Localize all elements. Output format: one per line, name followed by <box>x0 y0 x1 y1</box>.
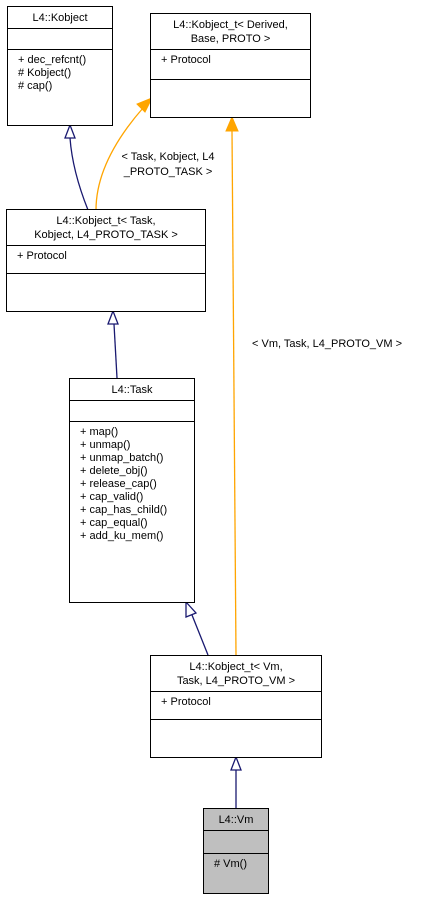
class-member[interactable]: # Vm() <box>214 858 247 870</box>
class-title: L4::Kobject_t< Derived, Base, PROTO > <box>151 14 310 50</box>
methods-section: + map()+ unmap()+ unmap_batch()+ delete_… <box>70 422 194 546</box>
class-member[interactable]: + cap_equal() <box>80 517 148 529</box>
class-task[interactable]: L4::Task + map()+ unmap()+ unmap_batch()… <box>69 378 195 603</box>
edge-kobject-t-vm-to-template <box>231 130 237 656</box>
class-member[interactable]: + map() <box>80 426 119 438</box>
class-member[interactable]: + release_cap() <box>80 478 157 490</box>
arrowhead-template-left <box>136 97 154 113</box>
arrowhead-template-right <box>225 115 239 132</box>
edge-kobject-t-task-to-template <box>95 107 144 211</box>
attributes-section: + Protocol <box>151 50 310 80</box>
arrowhead-kobject-t-vm <box>230 755 242 771</box>
class-member[interactable]: # Kobject() <box>18 67 72 79</box>
class-kobject-t-task[interactable]: L4::Kobject_t< Task, Kobject, L4_PROTO_T… <box>6 209 206 312</box>
class-member[interactable]: + unmap() <box>80 439 131 451</box>
attributes-section <box>70 401 194 422</box>
methods-section: + dec_refcnt()# Kobject()# cap() <box>8 50 112 96</box>
class-member[interactable]: + Protocol <box>161 696 211 708</box>
class-kobject-t-vm[interactable]: L4::Kobject_t< Vm, Task, L4_PROTO_VM > +… <box>150 655 322 758</box>
edge-task-to-kobject-t-task <box>113 323 118 379</box>
class-member[interactable]: + unmap_batch() <box>80 452 164 464</box>
class-member[interactable]: + Protocol <box>161 54 211 66</box>
class-kobject-t-generic[interactable]: L4::Kobject_t< Derived, Base, PROTO > + … <box>150 13 311 118</box>
methods-section: # Vm() <box>204 854 268 875</box>
class-member[interactable]: + cap_valid() <box>80 491 144 503</box>
arrowhead-task <box>185 600 198 618</box>
class-member[interactable]: + dec_refcnt() <box>18 54 87 66</box>
attributes-section: + Protocol <box>151 692 321 720</box>
class-title: L4::Kobject <box>8 7 112 29</box>
class-member[interactable]: + Protocol <box>17 250 67 262</box>
edge-kobject-t-vm-to-task <box>191 614 209 656</box>
class-kobject[interactable]: L4::Kobject + dec_refcnt()# Kobject()# c… <box>7 6 113 126</box>
class-title: L4::Kobject_t< Task, Kobject, L4_PROTO_T… <box>7 210 205 246</box>
class-member[interactable]: # cap() <box>18 80 53 92</box>
attributes-section <box>8 29 112 50</box>
class-title: L4::Task <box>70 379 194 401</box>
class-member[interactable]: + cap_has_child() <box>80 504 168 516</box>
attributes-section <box>204 831 268 854</box>
edge-label-vm-template: < Vm, Task, L4_PROTO_VM > <box>252 338 402 350</box>
edge-kobject-t-task-to-kobject <box>69 137 89 211</box>
class-title: L4::Kobject_t< Vm, Task, L4_PROTO_VM > <box>151 656 321 692</box>
methods-section <box>7 274 205 294</box>
methods-section <box>151 80 310 100</box>
attributes-section: + Protocol <box>7 246 205 274</box>
methods-section <box>151 720 321 740</box>
arrowhead-kobject-t-task <box>107 309 119 325</box>
class-member[interactable]: + delete_obj() <box>80 465 148 477</box>
class-title: L4::Vm <box>204 809 268 831</box>
class-member[interactable]: + add_ku_mem() <box>80 530 164 542</box>
arrowhead-kobject <box>64 123 76 139</box>
edge-label-task-template: < Task, Kobject, L4 _PROTO_TASK > <box>121 151 215 178</box>
class-vm[interactable]: L4::Vm # Vm() <box>203 808 269 894</box>
